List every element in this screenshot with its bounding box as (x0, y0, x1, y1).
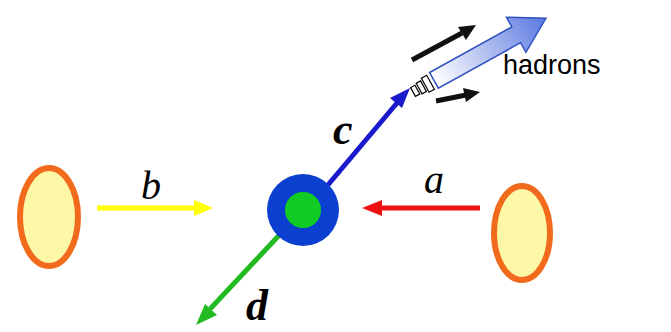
arrow-head (362, 200, 382, 216)
parton-label: d (246, 284, 268, 328)
parton-label: a (424, 160, 444, 200)
arrow-head (196, 304, 217, 325)
parton-arrow (97, 206, 196, 211)
particle-arrow (436, 88, 480, 102)
vertex-core (285, 192, 321, 228)
parton-arrow (380, 206, 480, 211)
particle-arrow (412, 25, 476, 60)
hadron-ellipse (494, 186, 550, 280)
hadron-ellipse (20, 168, 78, 266)
arrow-head (390, 88, 410, 108)
parton-label: b (141, 166, 161, 206)
vertex-circle (267, 174, 339, 246)
arrow-head (194, 200, 213, 216)
parton-label: c (333, 108, 353, 152)
jet-label: hadrons (503, 52, 601, 79)
parton-arrow (322, 103, 397, 192)
